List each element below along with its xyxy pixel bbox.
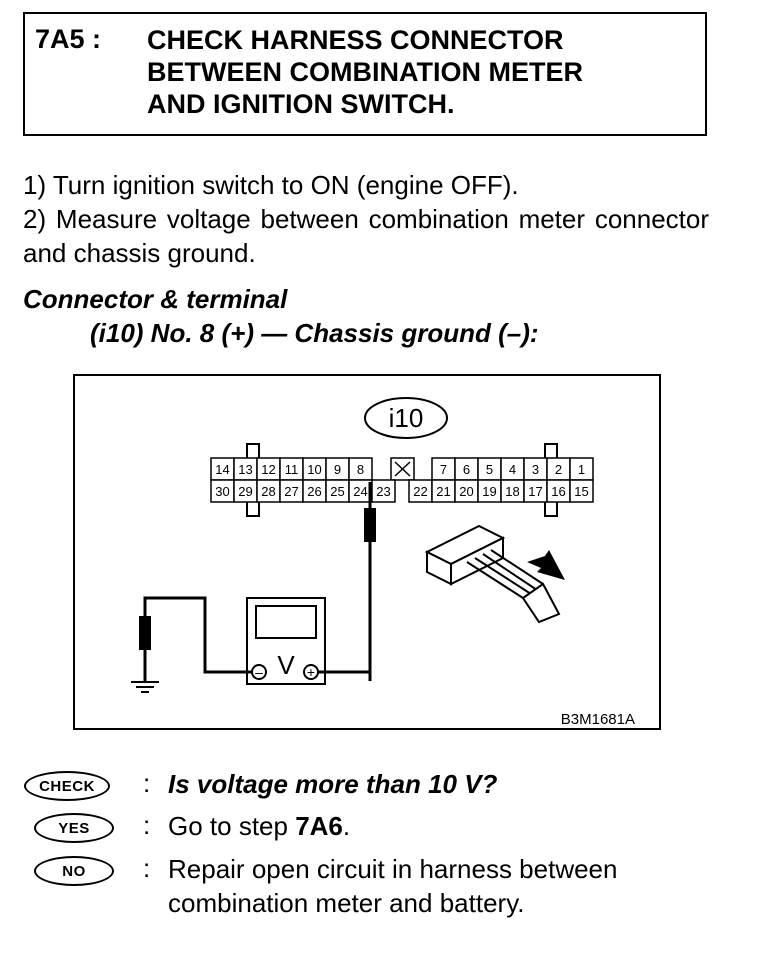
terminal-bottom-6-label: 24 — [353, 484, 367, 499]
terminal-top-6-label: 8 — [357, 462, 364, 477]
terminal-bottom-10-label: 20 — [459, 484, 473, 499]
yes-answer: Go to step 7A6. — [168, 809, 350, 843]
check-colon: : — [143, 768, 151, 798]
connector-id-label: i10 — [389, 403, 424, 433]
procedure-steps: 1) Turn ignition switch to ON (engine OF… — [23, 168, 709, 270]
meter-plus-wire — [318, 670, 372, 676]
terminal-bottom-15-cell — [569, 479, 594, 503]
no-badge: NO — [34, 856, 114, 886]
check-question: Is voltage more than 10 V? — [168, 769, 498, 799]
terminal-bottom-0-label: 30 — [215, 484, 229, 499]
plus-sign: + — [307, 664, 315, 680]
terminal-bottom-7-cell — [371, 479, 396, 503]
no-answer-line-2: combination meter and battery. — [168, 888, 525, 918]
terminal-bottom-9-label: 21 — [436, 484, 450, 499]
yes-colon: : — [143, 810, 151, 840]
title-line-2: BETWEEN COMBINATION METER — [147, 57, 583, 87]
terminal-top-8-label: 7 — [440, 462, 447, 477]
terminal-top-12-label: 3 — [532, 462, 539, 477]
terminal-top-5-label: 9 — [334, 462, 341, 477]
unused-terminal-cross — [394, 461, 411, 477]
yes-prefix: Go to step — [168, 811, 296, 841]
terminal-top-1-label: 13 — [238, 462, 252, 477]
connector-label: Connector & terminal — [23, 284, 288, 314]
check-badge: CHECK — [24, 771, 110, 801]
procedure-step-2: 2) Measure voltage between combination m… — [23, 204, 709, 268]
yes-suffix: . — [342, 811, 351, 841]
terminal-top-14-label: 1 — [578, 462, 585, 477]
voltmeter-display — [255, 605, 317, 639]
terminal-bottom-1-label: 29 — [238, 484, 252, 499]
step-header-box: 7A5 : CHECK HARNESS CONNECTOR BETWEEN CO… — [23, 12, 707, 136]
terminal-bottom-14-label: 16 — [551, 484, 565, 499]
terminal-top-3-label: 11 — [285, 462, 299, 477]
voltmeter-symbol: V — [277, 650, 295, 680]
terminal-top-0-label: 14 — [215, 462, 229, 477]
terminal-bottom-2-label: 28 — [261, 484, 275, 499]
step-title: CHECK HARNESS CONNECTOR BETWEEN COMBINAT… — [147, 24, 583, 120]
terminal-bottom-5-label: 25 — [330, 484, 344, 499]
terminal-top-13-label: 2 — [555, 462, 562, 477]
figure-code: B3M1681A — [561, 711, 635, 728]
terminal-bottom-8-label: 22 — [413, 484, 427, 499]
terminal-bottom-4-label: 26 — [307, 484, 321, 499]
terminal-bottom-3-label: 27 — [284, 484, 298, 499]
connector-terminal: (i10) No. 8 (+) — Chassis ground (–): — [90, 318, 539, 348]
terminal-bottom-7-label: 23 — [376, 484, 390, 499]
terminal-top-10-label: 5 — [486, 462, 493, 477]
title-line-1: CHECK HARNESS CONNECTOR — [147, 25, 564, 55]
terminal-bottom-12-label: 18 — [505, 484, 519, 499]
connector-illustration-icon — [424, 524, 561, 624]
terminal-bottom-13-label: 17 — [528, 484, 542, 499]
title-line-3: AND IGNITION SWITCH. — [147, 89, 455, 119]
arrow-icon — [527, 550, 565, 580]
terminal-top-4-label: 10 — [307, 462, 321, 477]
procedure-step-1: 1) Turn ignition switch to ON (engine OF… — [23, 170, 519, 200]
terminal-top-9-label: 6 — [463, 462, 470, 477]
ground-symbol-icon — [131, 681, 159, 693]
connector-id-ellipse — [364, 397, 448, 439]
probe-minus — [139, 616, 151, 650]
ground-wire — [143, 596, 252, 682]
no-colon: : — [143, 853, 151, 883]
terminal-bottom-15-label: 15 — [574, 484, 588, 499]
terminal-top-2-label: 12 — [261, 462, 275, 477]
yes-badge: YES — [34, 813, 114, 843]
minus-sign: – — [255, 664, 263, 680]
step-code: 7A5 : — [35, 24, 102, 54]
yes-step-ref: 7A6 — [295, 811, 343, 841]
no-answer: Repair open circuit in harness between c… — [168, 852, 617, 920]
probe-plus — [364, 508, 376, 542]
terminal-top-11-label: 4 — [509, 462, 516, 477]
no-answer-line-1: Repair open circuit in harness between — [168, 854, 618, 884]
terminal-bottom-11-label: 19 — [482, 484, 496, 499]
